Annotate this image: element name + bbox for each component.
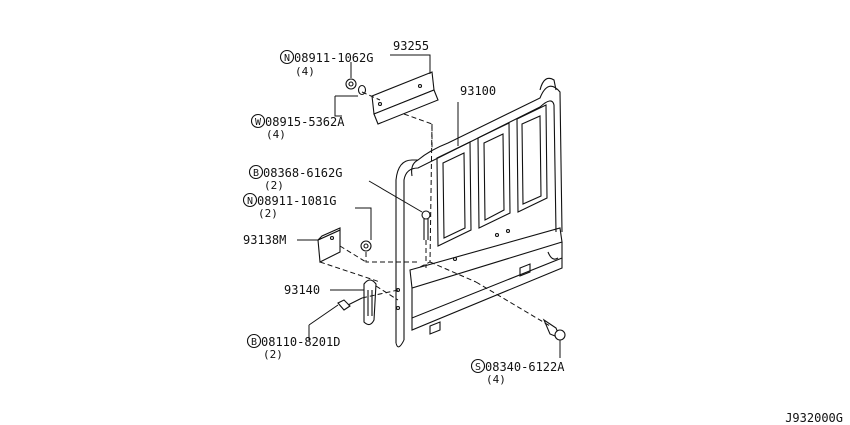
svg-text:(4): (4) — [486, 373, 506, 386]
callout-93138M: 93138M — [243, 233, 286, 247]
callout-93255: 93255 — [393, 39, 429, 53]
diagram-code: J932000G — [785, 411, 843, 425]
callout-93100: 93100 — [460, 84, 496, 98]
svg-text:W: W — [255, 117, 262, 128]
nut-08911-1062G — [345, 78, 357, 90]
svg-text:93100: 93100 — [460, 84, 496, 98]
svg-text:93255: 93255 — [393, 39, 429, 53]
svg-text:08110-8201D: 08110-8201D — [261, 335, 340, 349]
svg-text:(2): (2) — [264, 179, 284, 192]
bracket-93255 — [371, 71, 439, 125]
screw-08340-6122A — [542, 318, 566, 341]
svg-text:93140: 93140 — [284, 283, 320, 297]
rear-frame-93100 — [395, 77, 563, 348]
svg-text:(4): (4) — [295, 65, 315, 78]
callout-nut-08911-1081G: N 08911-1081G (2) — [242, 192, 336, 220]
svg-text:93138M: 93138M — [243, 233, 286, 247]
svg-text:B: B — [253, 168, 259, 179]
callout-bolt-08368-6162G: B 08368-6162G (2) — [248, 164, 342, 192]
leader-lines — [297, 54, 561, 358]
bolt-08368-6162G — [421, 210, 431, 240]
svg-text:(4): (4) — [266, 128, 286, 141]
svg-text:08911-1062G: 08911-1062G — [294, 51, 373, 65]
svg-text:B: B — [251, 337, 257, 348]
callout-nut-08911-1062G: N 08911-1062G (4) — [279, 49, 373, 78]
svg-text:(2): (2) — [263, 348, 283, 361]
bracket-93138M — [317, 227, 341, 263]
callout-93140: 93140 — [284, 283, 320, 297]
svg-text:(2): (2) — [258, 207, 278, 220]
svg-text:N: N — [284, 53, 290, 64]
assembly-lines — [319, 91, 551, 327]
svg-text:08340-6122A: 08340-6122A — [485, 360, 565, 374]
callout-bolt-08110-8201D: B 08110-8201D (2) — [246, 333, 340, 361]
svg-text:08911-1081G: 08911-1081G — [257, 194, 336, 208]
callout-washer-08915-5362A: W 08915-5362A (4) — [250, 113, 345, 141]
bolt-08110-8201D — [337, 297, 363, 311]
svg-text:08915-5362A: 08915-5362A — [265, 115, 345, 129]
callout-screw-08340-6122A: S 08340-6122A (4) — [470, 358, 565, 386]
nut-08911-1081G — [360, 240, 372, 252]
svg-text:S: S — [475, 362, 481, 373]
svg-text:08368-6162G: 08368-6162G — [263, 166, 342, 180]
svg-text:N: N — [247, 196, 253, 207]
latch-93140 — [363, 279, 377, 326]
